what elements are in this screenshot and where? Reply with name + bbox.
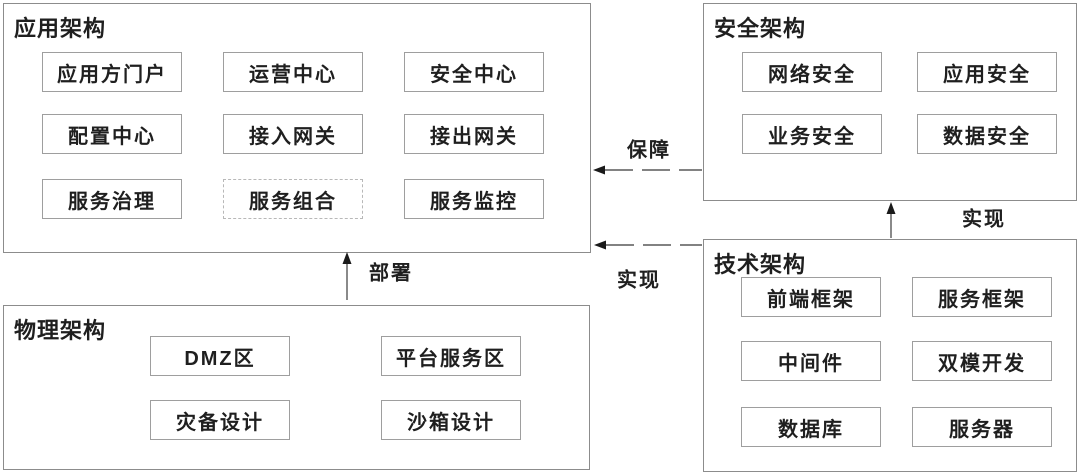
panel-title-security: 安全架构 <box>714 16 807 41</box>
edge-label-guarantee: 保障 <box>625 133 673 163</box>
panel-physical-architecture: 物理架构 DMZ区 平台服务区 灾备设计 沙箱设计 <box>3 305 590 470</box>
panel-title-technology: 技术架构 <box>714 252 807 277</box>
panel-title-physical: 物理架构 <box>14 318 107 343</box>
edge-label-realize-app: 实现 <box>615 263 663 293</box>
node-operation-center: 运营中心 <box>223 52 363 92</box>
node-disaster-recovery: 灾备设计 <box>150 400 290 440</box>
node-security-center: 安全中心 <box>404 52 544 92</box>
node-service-composition: 服务组合 <box>223 179 363 219</box>
node-middleware: 中间件 <box>741 341 881 381</box>
edge-deploy-arrow <box>342 252 352 300</box>
node-business-security: 业务安全 <box>742 114 882 154</box>
node-sandbox-design: 沙箱设计 <box>381 400 521 440</box>
edge-label-deploy: 部署 <box>367 256 415 286</box>
node-service-governance: 服务治理 <box>42 179 182 219</box>
node-service-monitoring: 服务监控 <box>404 179 544 219</box>
node-network-security: 网络安全 <box>742 52 882 92</box>
node-database: 数据库 <box>741 407 881 447</box>
edge-realize-security-arrow <box>886 202 896 238</box>
node-frontend-framework: 前端框架 <box>741 277 881 317</box>
node-dual-mode-dev: 双模开发 <box>912 341 1052 381</box>
panel-application-architecture: 应用架构 应用方门户 运营中心 安全中心 配置中心 接入网关 接出网关 服务治理… <box>3 3 591 253</box>
node-app-portal: 应用方门户 <box>42 52 182 92</box>
panel-title-application: 应用架构 <box>14 16 107 41</box>
edge-guarantee-arrow <box>593 165 702 175</box>
node-inbound-gateway: 接入网关 <box>223 114 363 154</box>
node-application-security: 应用安全 <box>917 52 1057 92</box>
panel-security-architecture: 安全架构 网络安全 应用安全 业务安全 数据安全 <box>703 3 1077 201</box>
panel-technology-architecture: 技术架构 前端框架 服务框架 中间件 双模开发 数据库 服务器 <box>703 239 1077 472</box>
node-data-security: 数据安全 <box>917 114 1057 154</box>
edge-realize-app-arrow <box>594 240 702 250</box>
node-service-framework: 服务框架 <box>912 277 1052 317</box>
node-dmz-zone: DMZ区 <box>150 336 290 376</box>
node-server: 服务器 <box>912 407 1052 447</box>
node-config-center: 配置中心 <box>42 114 182 154</box>
node-platform-service-zone: 平台服务区 <box>381 336 521 376</box>
edge-label-realize-security: 实现 <box>960 202 1008 232</box>
node-outbound-gateway: 接出网关 <box>404 114 544 154</box>
